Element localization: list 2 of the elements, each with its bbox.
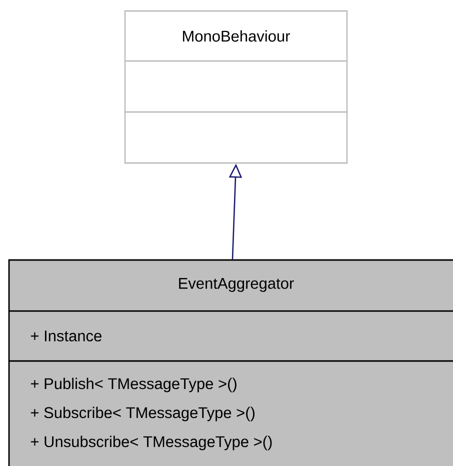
class-box: EventAggregator + Instance + Publish< TMessageType >() + Subscribe< TMessageType >() + Unsubscribe< TMessageType >() (8, 259, 453, 466)
class-box: MonoBehaviour (124, 10, 348, 164)
